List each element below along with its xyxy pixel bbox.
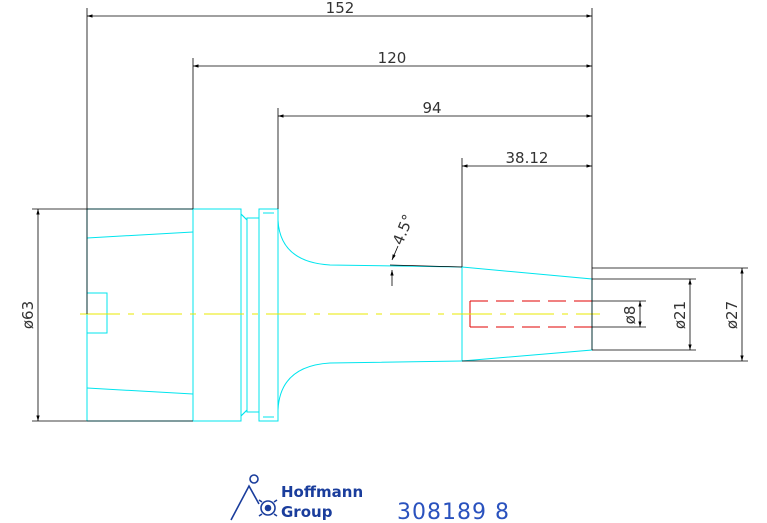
dim-neck-length: 94 <box>422 99 441 117</box>
part-outline <box>86 208 593 422</box>
hoffmann-logo-icon <box>230 474 278 521</box>
dim-flange-length: 120 <box>378 49 407 67</box>
horizontal-dimensions <box>86 8 593 350</box>
hoffmann-logo: Hoffmann Group <box>230 474 363 521</box>
dim-tip-diameter: ø27 <box>723 301 741 329</box>
flange <box>192 208 242 422</box>
dim-body-diameter: ø63 <box>19 301 37 329</box>
dim-bore-diameter: ø8 <box>621 306 639 325</box>
vertical-dimensions <box>32 208 748 422</box>
dim-overall-length: 152 <box>326 0 355 17</box>
logo-line1: Hoffmann <box>281 483 363 501</box>
dim-inner-diameter: ø21 <box>671 301 689 329</box>
logo-line2: Group <box>281 503 333 521</box>
dim-taper-angle: 4.5° <box>389 212 417 248</box>
angle-dimension <box>389 245 463 286</box>
drive-slot <box>87 292 108 334</box>
part-number: 308189 8 <box>397 500 510 523</box>
dim-taper-length: 38.12 <box>506 149 549 167</box>
neck-profile <box>277 209 463 268</box>
